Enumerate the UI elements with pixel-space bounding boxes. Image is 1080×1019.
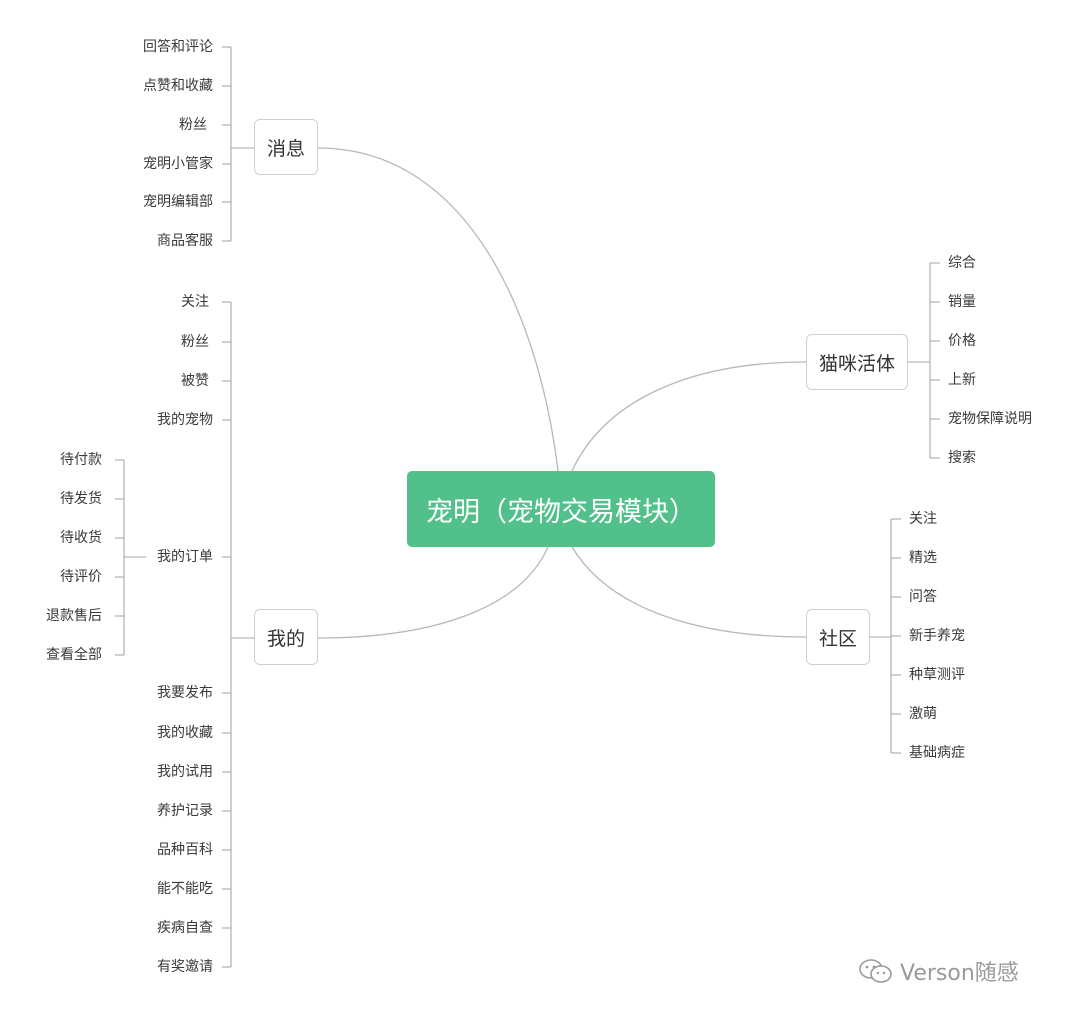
edge-root-community bbox=[571, 546, 807, 638]
leaf-messages-5[interactable]: 商品客服 bbox=[157, 233, 213, 249]
leaf-mine-7[interactable]: 我的试用 bbox=[157, 764, 213, 780]
branch-node-mine[interactable]: 我的 bbox=[254, 609, 318, 665]
leaf-orders-2[interactable]: 待收货 bbox=[60, 530, 102, 546]
leaf-mine-5[interactable]: 我要发布 bbox=[157, 685, 213, 701]
leaf-mine-1[interactable]: 粉丝 bbox=[181, 334, 209, 350]
leaf-cats-2[interactable]: 价格 bbox=[948, 333, 976, 349]
branch-node-cats[interactable]: 猫咪活体 bbox=[806, 334, 908, 390]
leaf-community-2[interactable]: 问答 bbox=[909, 589, 937, 605]
leaf-mine-11[interactable]: 疾病自查 bbox=[157, 920, 213, 936]
bracket-community bbox=[870, 518, 901, 754]
leaf-community-6[interactable]: 基础病症 bbox=[909, 745, 965, 761]
leaf-orders-5[interactable]: 查看全部 bbox=[46, 647, 102, 663]
leaf-cats-3[interactable]: 上新 bbox=[948, 372, 976, 388]
bracket-messages bbox=[222, 46, 254, 242]
watermark-text: Verson随感 bbox=[900, 961, 1019, 986]
leaf-mine-10[interactable]: 能不能吃 bbox=[157, 881, 213, 897]
leaf-community-0[interactable]: 关注 bbox=[909, 511, 937, 527]
leaf-orders-3[interactable]: 待评价 bbox=[60, 569, 102, 585]
leaf-messages-4[interactable]: 宠明编辑部 bbox=[143, 194, 213, 210]
leaf-messages-0[interactable]: 回答和评论 bbox=[143, 39, 213, 55]
leaf-mine-2[interactable]: 被赞 bbox=[181, 373, 209, 389]
leaf-cats-5[interactable]: 搜索 bbox=[948, 450, 976, 466]
leaf-orders-0[interactable]: 待付款 bbox=[60, 452, 102, 468]
leaf-mine-8[interactable]: 养护记录 bbox=[157, 803, 213, 819]
leaf-orders-4[interactable]: 退款售后 bbox=[46, 608, 102, 624]
leaf-mine-9[interactable]: 品种百科 bbox=[157, 842, 213, 858]
leaf-community-4[interactable]: 种草测评 bbox=[909, 667, 965, 683]
watermark: Verson随感 bbox=[858, 955, 1019, 987]
leaf-messages-1[interactable]: 点赞和收藏 bbox=[143, 78, 213, 94]
wechat-icon bbox=[858, 958, 894, 984]
edge-root-mine bbox=[317, 546, 549, 639]
branch-node-messages[interactable]: 消息 bbox=[254, 119, 318, 175]
leaf-messages-3[interactable]: 宠明小管家 bbox=[143, 156, 213, 172]
leaf-cats-1[interactable]: 销量 bbox=[948, 294, 976, 310]
leaf-mine-4[interactable]: 我的订单 bbox=[157, 549, 213, 565]
root-node[interactable]: 宠明（宠物交易模块） bbox=[407, 471, 715, 547]
branch-node-community[interactable]: 社区 bbox=[806, 609, 870, 665]
leaf-community-1[interactable]: 精选 bbox=[909, 550, 937, 566]
leaf-cats-4[interactable]: 宠物保障说明 bbox=[948, 411, 1032, 427]
edge-root-cats bbox=[571, 361, 807, 472]
leaf-community-3[interactable]: 新手养宠 bbox=[909, 628, 965, 644]
leaf-messages-2[interactable]: 粉丝 bbox=[179, 117, 207, 133]
bracket-mine bbox=[222, 301, 254, 968]
leaf-community-5[interactable]: 激萌 bbox=[909, 706, 937, 722]
leaf-mine-3[interactable]: 我的宠物 bbox=[157, 412, 213, 428]
edge-root-messages bbox=[317, 147, 559, 472]
leaf-mine-12[interactable]: 有奖邀请 bbox=[157, 959, 213, 975]
leaf-mine-6[interactable]: 我的收藏 bbox=[157, 725, 213, 741]
bracket-cats bbox=[908, 262, 940, 459]
leaf-orders-1[interactable]: 待发货 bbox=[60, 491, 102, 507]
bracket-orders bbox=[115, 459, 146, 656]
leaf-cats-0[interactable]: 综合 bbox=[948, 255, 976, 271]
leaf-mine-0[interactable]: 关注 bbox=[181, 294, 209, 310]
